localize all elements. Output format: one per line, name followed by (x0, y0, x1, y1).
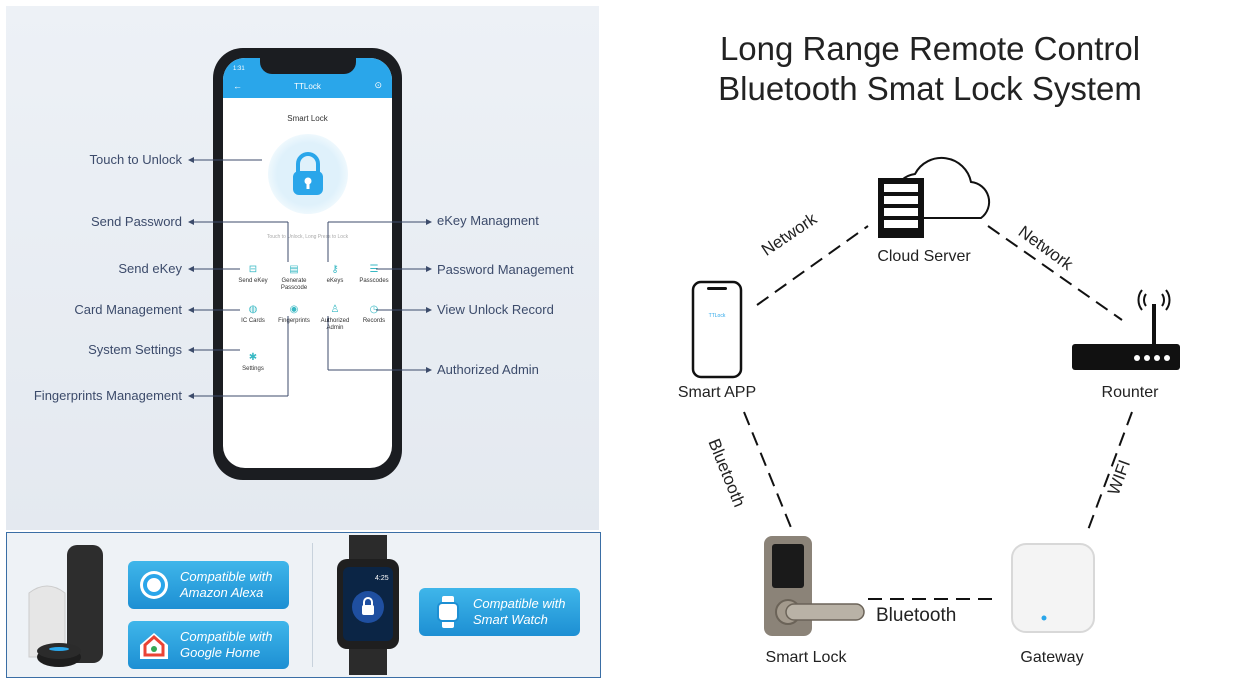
node-smart-app: Smart APP (677, 384, 757, 401)
callout-send-password: Send Password (90, 214, 182, 229)
callout-authorized-admin: Authorized Admin (437, 362, 539, 377)
alexa-line2: Amazon Alexa (180, 585, 264, 600)
google-home-icon (140, 633, 168, 659)
callout-ekey-management: eKey Managment (437, 213, 539, 228)
callout-password-management: Password Management (437, 262, 574, 277)
screen-title: Smart Lock (287, 114, 328, 123)
padlock-icon (293, 152, 323, 195)
node-smart-lock: Smart Lock (765, 649, 847, 666)
edge-cloud-router (987, 225, 1123, 321)
watch-line1: Compatible with (473, 596, 566, 611)
callout-system-settings: System Settings (88, 342, 182, 357)
app-screen-text: TTLock (708, 313, 726, 319)
callout-fingerprints-management: Fingerprints Management (33, 388, 182, 403)
diagram-title-line2: Bluetooth Smat Lock System (718, 70, 1142, 107)
smart-watch-image (337, 535, 399, 675)
grid-label[interactable]: Authorized Admin (320, 318, 350, 331)
alexa-icon (140, 571, 168, 599)
grid-icon[interactable]: ◍ (248, 304, 258, 315)
smart-lock-icon (764, 536, 865, 636)
watch-time: 4:25 (375, 575, 389, 582)
diagram-title-line1: Long Range Remote Control (719, 30, 1141, 67)
callout-card-management: Card Management (74, 302, 182, 317)
edge-app-lock (743, 411, 793, 531)
status-time: 1:31 (233, 66, 245, 72)
grid-icon[interactable]: ♙ (330, 304, 340, 315)
settings-icon[interactable]: ⊙ (374, 80, 382, 90)
grid-label[interactable]: eKeys (326, 278, 344, 284)
grid-label[interactable]: Records (362, 318, 386, 324)
callout-lines (188, 157, 432, 399)
grid-icon[interactable]: ✱ (248, 352, 258, 363)
grid-icon[interactable]: ◉ (289, 304, 299, 315)
grid-label[interactable]: Fingerprints (278, 318, 310, 324)
alexa-badge: Compatible with Amazon Alexa (128, 561, 289, 609)
gateway-icon (1011, 543, 1095, 633)
alexa-line1: Compatible with (180, 569, 273, 584)
grid-label[interactable]: Settings (242, 366, 264, 372)
compatibility-panel: Compatible with Amazon Alexa Compatible … (6, 532, 601, 678)
node-cloud-server: Cloud Server (877, 248, 971, 265)
google-line1: Compatible with (180, 629, 273, 644)
divider (312, 543, 313, 667)
grid-icon[interactable]: ⚷ (331, 264, 339, 275)
smartphone-icon (691, 280, 743, 379)
watch-line2: Smart Watch (473, 612, 548, 627)
app-title: TTLock (294, 82, 321, 91)
smart-watch-badge: Compatible with Smart Watch (419, 588, 580, 636)
edge-app-cloud (756, 225, 869, 306)
callout-send-ekey: Send eKey (118, 261, 182, 276)
grid-icon[interactable]: ⊟ (248, 264, 258, 275)
callout-view-unlock-record: View Unlock Record (437, 302, 554, 317)
edge-label-bluetooth-bottom: Bluetooth (876, 605, 957, 626)
grid-label[interactable]: Passcodes (359, 278, 389, 284)
cloud-server-icon (878, 156, 991, 238)
grid-label[interactable]: Send eKey (238, 278, 268, 284)
back-icon[interactable]: ← (233, 81, 242, 91)
google-line2: Google Home (180, 645, 261, 660)
node-gateway: Gateway (1020, 649, 1084, 666)
grid-label[interactable]: Generate Passcode (280, 278, 308, 291)
unlock-button[interactable] (268, 134, 348, 214)
grid-icon[interactable]: ▤ (289, 264, 299, 275)
callout-touch-to-unlock: Touch to Unlock (89, 152, 183, 167)
watch-icon (437, 596, 459, 628)
grid-label[interactable]: IC Cards (241, 318, 265, 324)
router-icon (1072, 289, 1180, 370)
google-home-badge: Compatible with Google Home (128, 621, 289, 669)
grid-icon[interactable]: ☰ (369, 264, 379, 275)
grid-icon[interactable]: ◷ (369, 304, 379, 315)
node-router: Rounter (1101, 384, 1159, 401)
unlock-hint: Touch to Unlock, Long Press to Lock (266, 234, 349, 240)
phone-notch (260, 56, 356, 74)
smart-speakers-image (28, 545, 103, 667)
